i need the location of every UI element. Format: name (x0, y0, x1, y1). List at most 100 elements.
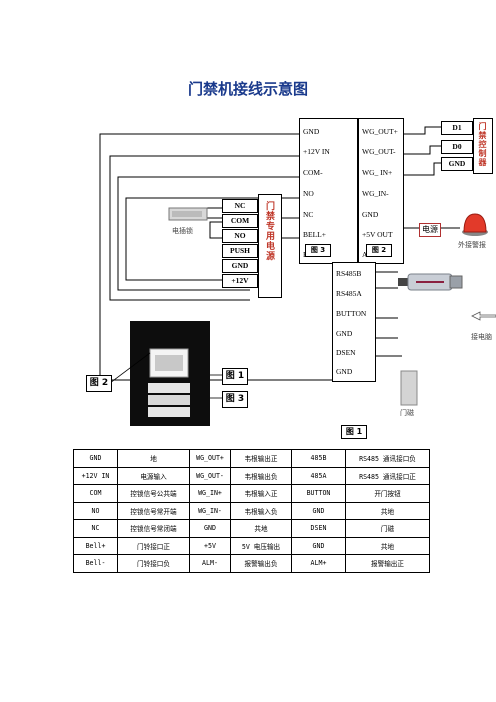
table-cell: ALM+ (291, 554, 346, 573)
table-cell: +5V (189, 536, 231, 555)
table-cell: 控锁信号常闭端 (117, 519, 190, 538)
rs485-converter-icon (398, 273, 463, 291)
table-cell: COM (73, 484, 118, 503)
table-cell: 韦根输入正 (230, 484, 292, 503)
terminal-label: RS485A (336, 289, 362, 298)
door-terminal: D0 (441, 140, 473, 154)
fig2-small-caption: 图 2 (366, 244, 392, 257)
terminal-label: COM- (303, 168, 323, 177)
table-cell: 共地 (345, 536, 430, 555)
diagram-title: 门禁机接线示意图 (187, 80, 308, 98)
table-cell: WG_IN- (189, 501, 231, 520)
terminal-label: WG_IN- (362, 189, 389, 198)
pc-label: 接电脑 (471, 333, 492, 341)
table-cell: 485A (291, 466, 346, 485)
terminal-label: BELL+ (303, 230, 326, 239)
table-cell: Bell- (73, 554, 118, 573)
table-cell: GND (291, 536, 346, 555)
terminal-label: GND (303, 127, 320, 136)
door-sensor-icon (400, 370, 418, 406)
table-cell: GND (189, 519, 231, 538)
door-terminal: D1 (441, 121, 473, 135)
controller-col1: GND +12V IN COM- NO NC BELL+ BELL- (299, 118, 358, 264)
electric-lock-icon (168, 207, 208, 221)
table-cell: Bell+ (73, 536, 118, 555)
table-cell: 485B (291, 449, 346, 468)
table-cell: +12V IN (73, 466, 118, 485)
door-controller-box: 门禁控制器 (473, 118, 493, 174)
table-cell: RS485 通讯接口负 (345, 449, 430, 468)
alarm-siren-icon (462, 213, 488, 236)
terminal-label: DSEN (336, 348, 356, 357)
door-terminal: GND (441, 157, 473, 171)
table-cell: 地 (117, 449, 190, 468)
terminal-label: GND (362, 210, 379, 219)
table-cell: 开门按钮 (345, 484, 430, 503)
power-supply-label: 门禁专用电源 (264, 201, 274, 261)
power-terminal: NC (222, 199, 258, 213)
power-terminal: GND (222, 259, 258, 273)
table-cell: GND (291, 501, 346, 520)
table-cell: 韦根输出负 (230, 466, 292, 485)
table-cell: WG_OUT+ (189, 449, 231, 468)
table-cell: WG_OUT- (189, 466, 231, 485)
table-cell: 控锁信号常开端 (117, 501, 190, 520)
table-cell: 报警输出负 (230, 554, 292, 573)
fig1-caption: 图 1 (341, 425, 367, 439)
terminal-label: RS485B (336, 269, 362, 278)
controller-col3: RS485B RS485A BUTTON GND DSEN GND (332, 262, 376, 382)
power-terminal: +12V (222, 274, 258, 288)
table-cell: 门磁 (345, 519, 430, 538)
power-terminal: PUSH (222, 244, 258, 258)
fig3-small-caption: 图 3 (305, 244, 331, 257)
table-cell: 控锁信号公共端 (117, 484, 190, 503)
terminal-label: NC (303, 210, 314, 219)
table-cell: 门铃接口正 (117, 536, 190, 555)
door-controller-label: 门禁控制器 (478, 122, 487, 167)
terminal-label: GND (336, 329, 353, 338)
terminal-label: GND (336, 367, 353, 376)
table-cell: DSEN (291, 519, 346, 538)
power-terminal: COM (222, 214, 258, 228)
table-cell: 电源输入 (117, 466, 190, 485)
door-sensor-label: 门磁 (400, 409, 414, 417)
table-cell: NC (73, 519, 118, 538)
table-cell: BUTTON (291, 484, 346, 503)
fig2-caption: 图 2 (86, 375, 112, 392)
terminal-label: +5V OUT (362, 230, 393, 239)
lock-label: 电插锁 (172, 227, 193, 235)
table-cell: RS485 通讯接口正 (345, 466, 430, 485)
terminal-label: BUTTON (336, 309, 367, 318)
table-cell: ALM- (189, 554, 231, 573)
fig3-caption: 图 3 (222, 391, 248, 408)
table-cell: 报警输出正 (345, 554, 430, 573)
terminal-label: +12V IN (303, 147, 330, 156)
power-supply-box: 门禁专用电源 (258, 194, 282, 298)
table-cell: 韦根输出正 (230, 449, 292, 468)
terminal-label: WG_ IN+ (362, 168, 393, 177)
power-terminal: NO (222, 229, 258, 243)
alarm-label: 外接警报 (458, 241, 486, 249)
table-cell: WG_IN+ (189, 484, 231, 503)
table-cell: 韦根输入负 (230, 501, 292, 520)
table-cell: NO (73, 501, 118, 520)
power-tag: 电源 (419, 223, 441, 237)
fig1-photo-caption: 图 1 (222, 368, 248, 385)
terminal-label: WG_OUT+ (362, 127, 398, 136)
terminal-label: NO (303, 189, 314, 198)
board-photo (130, 321, 210, 426)
table-cell: 5V 电压输出 (230, 536, 292, 555)
table-cell: 门铃接口负 (117, 554, 190, 573)
table-cell: 共地 (345, 501, 430, 520)
table-cell: 共地 (230, 519, 292, 538)
